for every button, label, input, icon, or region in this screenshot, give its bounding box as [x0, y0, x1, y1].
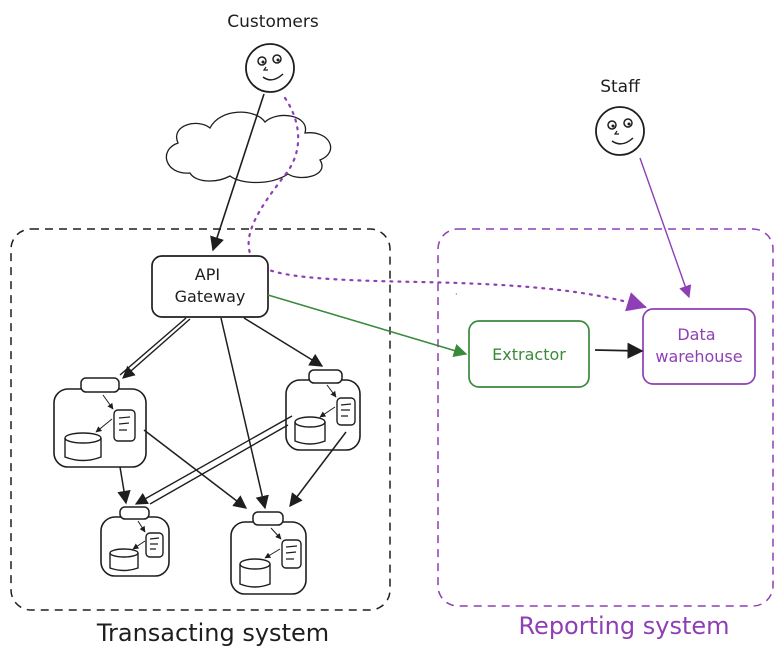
data-warehouse-label: Data warehouse [655, 325, 742, 366]
service-top-left [53, 377, 147, 468]
service-bottom-left [100, 506, 170, 577]
document-icon [113, 409, 136, 442]
database-icon [109, 548, 139, 572]
service-arrows [117, 317, 347, 510]
document-icon [336, 397, 356, 426]
reporting-system-boundary [437, 228, 774, 607]
database-icon [64, 432, 102, 462]
gateway-to-extractor-arrow [267, 294, 468, 357]
service-tab [308, 369, 343, 384]
extractor-to-warehouse-arrow [594, 342, 644, 359]
customers-to-gateway-arrow [210, 93, 265, 252]
extractor-label: Extractor [492, 345, 566, 364]
api-gateway-label: API Gateway [175, 265, 246, 306]
transacting-system-label: Transacting system [96, 619, 329, 647]
staff-label: Staff [600, 77, 641, 97]
staff-face-icon [595, 106, 645, 156]
small-mark: · [455, 290, 458, 299]
database-icon [239, 558, 271, 588]
api-gateway-node [151, 255, 269, 318]
service-tab [252, 511, 284, 526]
api-gateway-label-line1: API [195, 265, 220, 284]
staff-to-warehouse-arrow [639, 157, 692, 299]
data-warehouse-label-line2: warehouse [655, 347, 742, 366]
document-icon [281, 539, 302, 569]
transacting-system-boundary [10, 228, 391, 611]
customers-face-icon [245, 43, 295, 93]
api-gateway-label-line2: Gateway [175, 287, 246, 306]
database-icon [294, 416, 326, 445]
service-tab [119, 506, 150, 520]
extractor-node [468, 320, 590, 388]
service-bottom-middle [230, 511, 307, 595]
data-warehouse-label-line1: Data [677, 325, 715, 344]
service-tab [80, 377, 120, 393]
reporting-system-label: Reporting system [518, 612, 729, 640]
customers-label: Customers [227, 12, 319, 32]
cloud-icon [165, 111, 332, 184]
customers-to-warehouse-dotted-arrow [247, 96, 647, 312]
document-icon [145, 532, 164, 558]
service-top-right [285, 369, 361, 451]
